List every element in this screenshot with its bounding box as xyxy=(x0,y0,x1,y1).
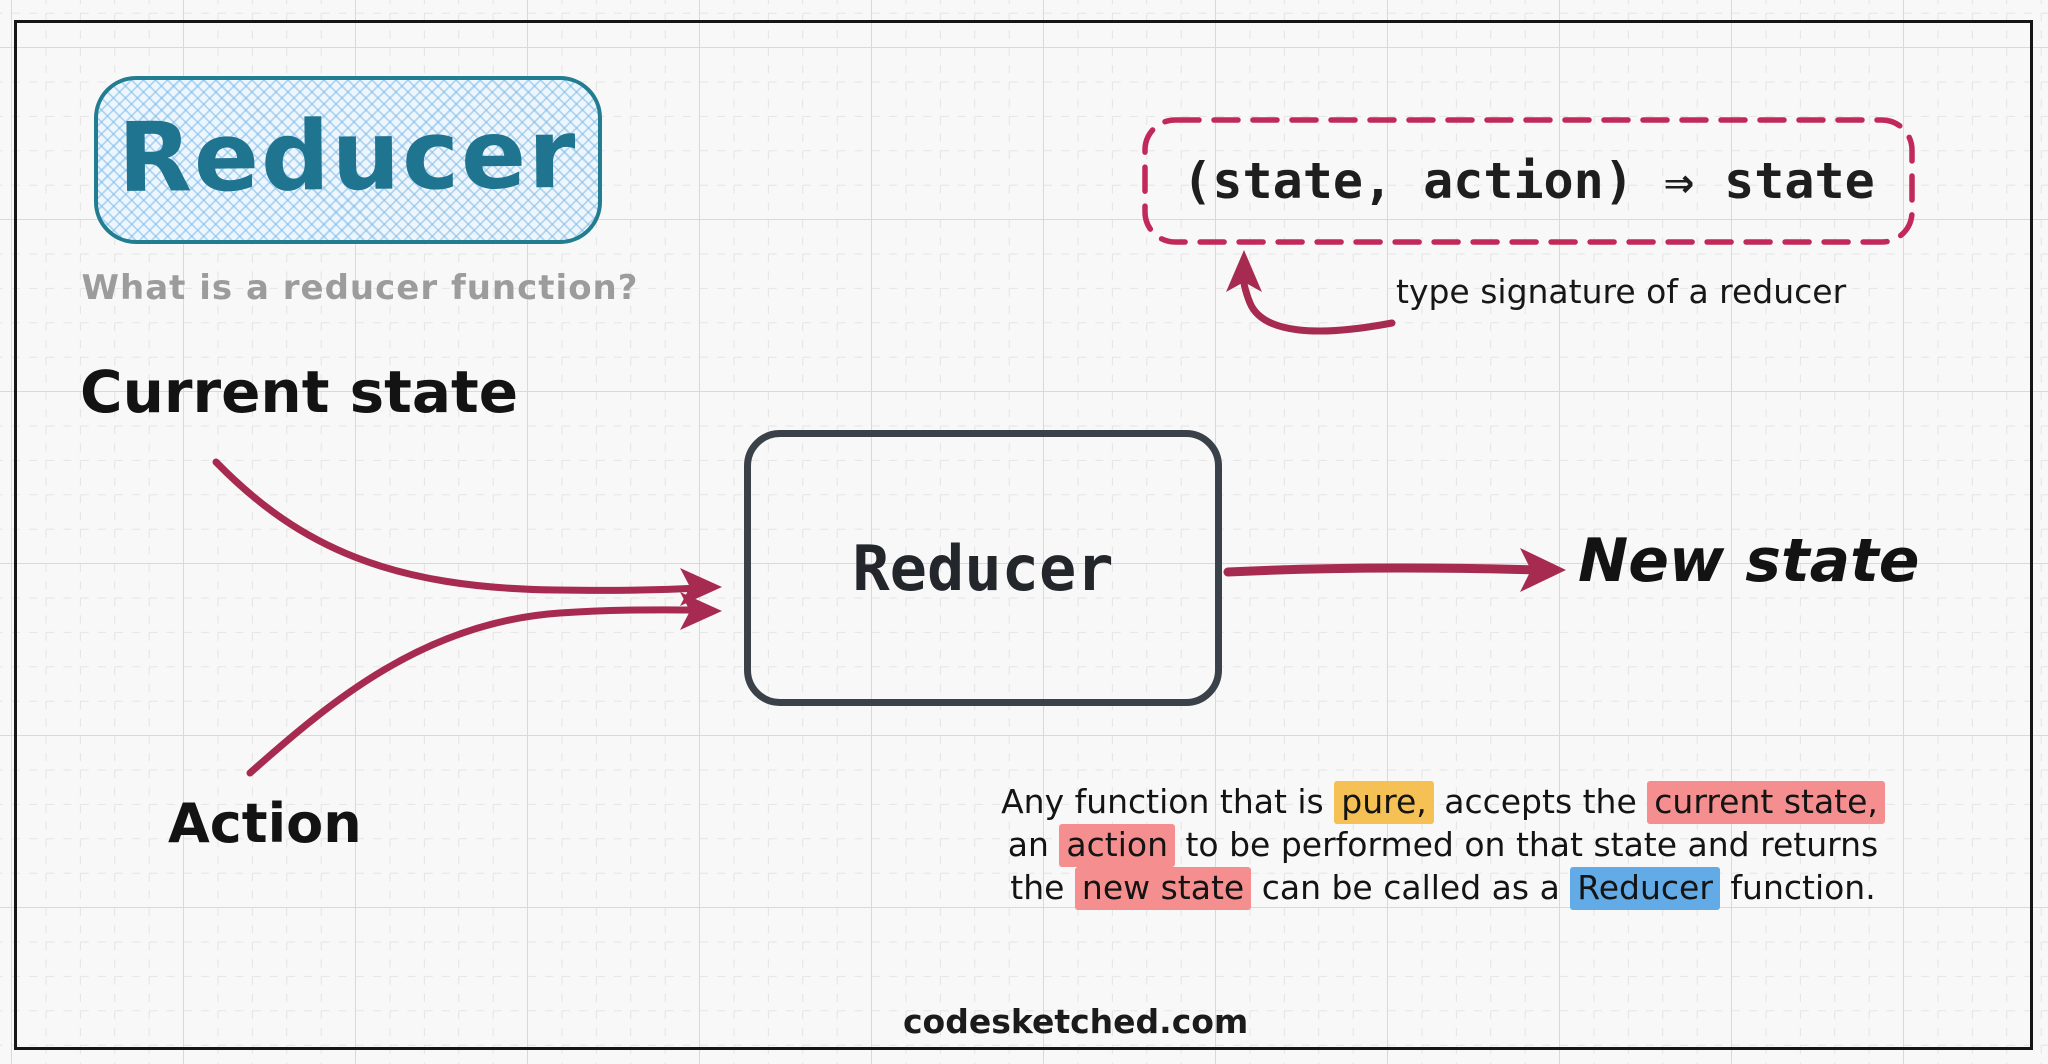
output-label-new-state: New state xyxy=(1578,526,1920,596)
type-signature-code: (state, action) ⇒ state xyxy=(1182,152,1875,210)
action-arrow-icon xyxy=(246,592,722,777)
explanation-text: accepts the xyxy=(1433,782,1648,821)
input-label-action: Action xyxy=(168,792,362,855)
type-signature-box: (state, action) ⇒ state xyxy=(1145,120,1912,242)
highlight-new-state: new state xyxy=(1074,867,1252,910)
highlight-action: action xyxy=(1059,824,1175,867)
explanation-line-2: an action to be performed on that state … xyxy=(928,823,1958,867)
explanation-text: the xyxy=(1010,868,1075,907)
highlight-pure: pure, xyxy=(1334,781,1434,824)
explanation-paragraph: Any function that is pure, accepts the c… xyxy=(928,780,1958,910)
page-title: Reducer xyxy=(117,97,579,215)
title-badge: Reducer xyxy=(94,76,602,244)
explanation-line-1: Any function that is pure, accepts the c… xyxy=(928,780,1958,824)
type-signature-caption: type signature of a reducer xyxy=(1396,272,1847,311)
explanation-text: function. xyxy=(1719,868,1876,907)
type-signature-dashed-outline xyxy=(1142,117,1915,245)
signature-pointer-arrow-icon xyxy=(1226,250,1396,335)
explanation-text: can be called as a xyxy=(1251,868,1571,907)
explanation-line-3: the new state can be called as a Reducer… xyxy=(928,866,1958,910)
explanation-text: Any function that is xyxy=(1001,782,1335,821)
current-state-arrow-icon xyxy=(212,458,722,606)
website-credit: codesketched.com xyxy=(903,1002,1249,1041)
explanation-text: to be performed on that state and return… xyxy=(1175,825,1879,864)
input-label-current-state: Current state xyxy=(80,358,519,426)
output-arrow-icon xyxy=(1223,548,1566,592)
explanation-text: an xyxy=(1007,825,1060,864)
highlight-reducer: Reducer xyxy=(1570,867,1720,910)
highlight-current-state: current state, xyxy=(1647,781,1885,824)
page-subtitle: What is a reducer function? xyxy=(81,268,639,308)
reducer-box: Reducer xyxy=(744,430,1222,706)
reducer-box-label: Reducer xyxy=(852,531,1114,605)
